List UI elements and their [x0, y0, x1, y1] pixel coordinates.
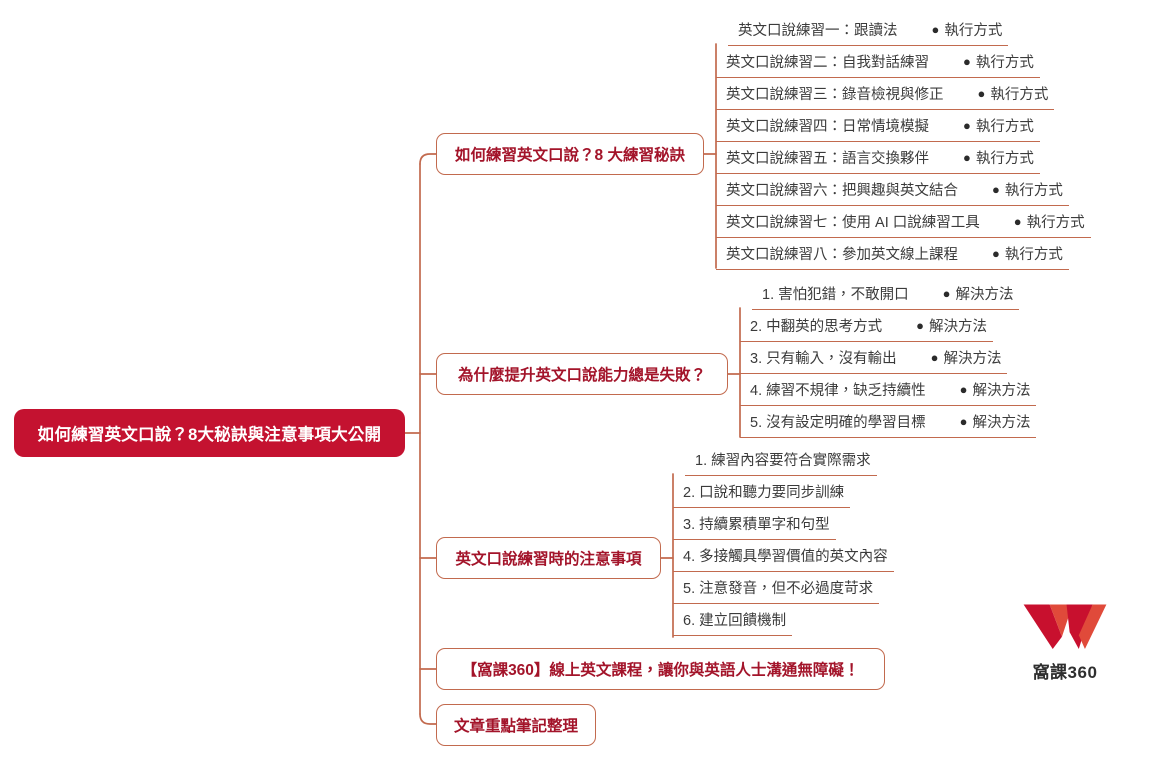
leaf-item[interactable]: 4. 多接觸具學習價值的英文內容	[673, 543, 894, 572]
root-node[interactable]: 如何練習英文口說？8大秘訣與注意事項大公開	[14, 409, 405, 457]
leaf-label: 英文口說練習五：語言交換夥伴	[726, 151, 929, 167]
bullet-icon: ●	[963, 54, 971, 69]
leaf-item[interactable]: 6. 建立回饋機制	[673, 607, 793, 636]
leaf-item[interactable]: 5. 沒有設定明確的學習目標 ● 解決方法	[740, 409, 1037, 438]
leaf-action[interactable]: ● 執行方式	[963, 115, 1034, 136]
leaf-action-label: 執行方式	[1026, 215, 1085, 231]
leaf-action[interactable]: ● 執行方式	[992, 243, 1063, 264]
leaf-label: 英文口說練習三：錄音檢視與修正	[726, 87, 944, 103]
leaf-item[interactable]: 2. 口說和聽力要同步訓練	[673, 479, 851, 508]
leaf-action[interactable]: ● 解決方法	[960, 411, 1031, 432]
leaf-action-label: 解決方法	[928, 319, 987, 335]
bullet-icon: ●	[963, 118, 971, 133]
branch-node-2[interactable]: 英文口說練習時的注意事項	[436, 537, 661, 579]
leaf-item[interactable]: 英文口說練習四：日常情境模擬 ● 執行方式	[716, 113, 1040, 142]
leaf-label: 英文口說練習八：參加英文線上課程	[726, 247, 958, 263]
leaf-action[interactable]: ● 執行方式	[963, 147, 1034, 168]
leaf-item[interactable]: 4. 練習不規律，缺乏持續性 ● 解決方法	[740, 377, 1037, 406]
branch-arm-0	[419, 153, 437, 165]
leaf-label: 1. 害怕犯錯，不敢開口	[762, 287, 909, 303]
branch-node-1[interactable]: 為什麼提升英文口說能力總是失敗？	[436, 353, 728, 395]
leaf-action-label: 執行方式	[1004, 183, 1063, 199]
leaf-item[interactable]: 英文口說練習三：錄音檢視與修正 ● 執行方式	[716, 81, 1055, 110]
leaf-action-label: 執行方式	[990, 87, 1049, 103]
leaf-action[interactable]: ● 執行方式	[963, 51, 1034, 72]
branch-node-4[interactable]: 文章重點筆記整理	[436, 704, 596, 746]
leaf-label: 英文口說練習一：跟讀法	[738, 23, 898, 39]
leaf-item[interactable]: 3. 持續累積單字和句型	[673, 511, 836, 540]
leaf-action-label: 執行方式	[944, 23, 1003, 39]
leaf-label: 2. 口說和聽力要同步訓練	[683, 485, 845, 501]
leaf-item[interactable]: 3. 只有輸入，沒有輸出 ● 解決方法	[740, 345, 1008, 374]
bullet-icon: ●	[930, 350, 939, 365]
leaf-item[interactable]: 5. 注意發音，但不必過度苛求	[673, 575, 880, 604]
bullet-icon: ●	[942, 286, 951, 301]
leaf-action[interactable]: ● 執行方式	[932, 19, 1003, 40]
leaf-label: 4. 練習不規律，缺乏持續性	[750, 383, 926, 399]
leaf-action[interactable]: ● 解決方法	[960, 379, 1031, 400]
w-logo-icon	[1023, 604, 1107, 649]
leaf-action-label: 解決方法	[943, 351, 1002, 367]
leaf-action[interactable]: ● 解決方法	[943, 283, 1014, 304]
brand-logo: 窩課360	[1010, 598, 1120, 690]
leaf-item[interactable]: 2. 中翻英的思考方式 ● 解決方法	[740, 313, 993, 342]
leaf-action[interactable]: ● 解決方法	[931, 347, 1002, 368]
leaf-label: 6. 建立回饋機制	[683, 613, 787, 629]
bullet-icon: ●	[916, 318, 924, 333]
bullet-icon: ●	[977, 86, 986, 101]
leaf-item[interactable]: 英文口說練習二：自我對話練習 ● 執行方式	[716, 49, 1040, 78]
branch-node-3[interactable]: 【窩課360】線上英文課程，讓你與英語人士溝通無障礙！	[436, 648, 885, 690]
leaf-label: 英文口說練習四：日常情境模擬	[726, 119, 929, 135]
brand-name: 窩課360	[1032, 663, 1098, 682]
leaf-action-label: 執行方式	[1004, 247, 1063, 263]
leaf-action-label: 執行方式	[975, 55, 1034, 71]
leaf-action[interactable]: ● 解決方法	[916, 315, 987, 336]
leaf-label: 1. 練習內容要符合實際需求	[695, 453, 871, 469]
leaf-label: 2. 中翻英的思考方式	[750, 319, 883, 335]
leaf-item[interactable]: 1. 練習內容要符合實際需求	[685, 447, 877, 476]
bullet-icon: ●	[992, 182, 1000, 197]
leaf-action-label: 解決方法	[972, 383, 1031, 399]
leaf-action[interactable]: ● 執行方式	[978, 83, 1049, 104]
leaf-action-label: 解決方法	[972, 415, 1031, 431]
leaf-label: 英文口說練習二：自我對話練習	[726, 55, 929, 71]
branch-node-0[interactable]: 如何練習英文口說？8 大練習秘訣	[436, 133, 704, 175]
bullet-icon: ●	[959, 414, 968, 429]
bullet-icon: ●	[959, 382, 968, 397]
leaf-action-label: 執行方式	[975, 119, 1034, 135]
bullet-icon: ●	[931, 22, 940, 37]
leaf-action[interactable]: ● 執行方式	[992, 179, 1063, 200]
leaf-item[interactable]: 英文口說練習五：語言交換夥伴 ● 執行方式	[716, 145, 1040, 174]
leaf-label: 英文口說練習六：把興趣與英文結合	[726, 183, 958, 199]
leaf-item[interactable]: 英文口說練習七：使用 AI 口說練習工具 ● 執行方式	[716, 209, 1091, 238]
leaf-item[interactable]: 英文口說練習一：跟讀法 ● 執行方式	[728, 17, 1009, 46]
leaf-label: 5. 注意發音，但不必過度苛求	[683, 581, 874, 597]
bullet-icon: ●	[963, 150, 971, 165]
bullet-icon: ●	[1013, 214, 1022, 229]
leaf-action-label: 解決方法	[955, 287, 1014, 303]
leaf-label: 3. 只有輸入，沒有輸出	[750, 351, 897, 367]
leaf-action[interactable]: ● 執行方式	[1014, 211, 1085, 232]
leaf-label: 5. 沒有設定明確的學習目標	[750, 415, 926, 431]
leaf-label: 3. 持續累積單字和句型	[683, 517, 830, 533]
bullet-icon: ●	[992, 246, 1000, 261]
branch-arm-4	[419, 713, 437, 725]
leaf-item[interactable]: 1. 害怕犯錯，不敢開口 ● 解決方法	[752, 281, 1020, 310]
leaf-action-label: 執行方式	[975, 151, 1034, 167]
leaf-label: 4. 多接觸具學習價值的英文內容	[683, 549, 888, 565]
leaf-label: 英文口說練習七：使用 AI 口說練習工具	[726, 215, 980, 231]
leaf-item[interactable]: 英文口說練習六：把興趣與英文結合 ● 執行方式	[716, 177, 1069, 206]
leaf-item[interactable]: 英文口說練習八：參加英文線上課程 ● 執行方式	[716, 241, 1069, 270]
